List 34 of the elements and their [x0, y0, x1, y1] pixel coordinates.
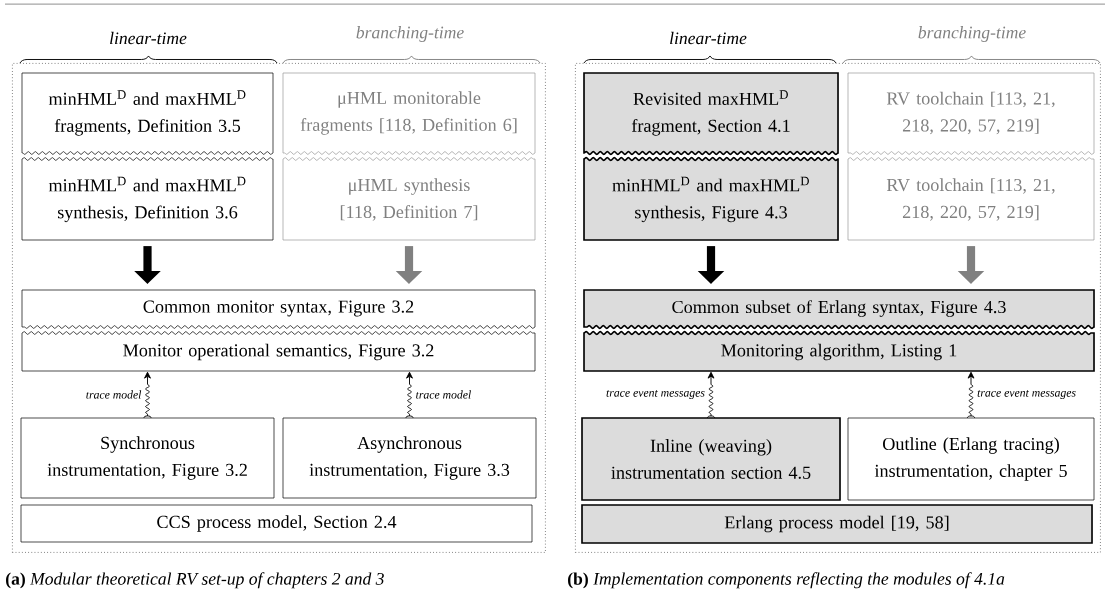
module-box: minHML$^{D}$ and maxHML$^{D}$ fragments, Definition 3.5 [21, 72, 274, 155]
wavy-arrow [706, 371, 716, 419]
edge-label: trace model [416, 390, 471, 399]
module-box: Common subset of Erlang syntax, Figure 4.3 [583, 289, 1095, 330]
module-box: Common monitor syntax, Figure 3.2 [21, 289, 536, 329]
wavy-arrow [405, 371, 414, 419]
module-box: RV toolchain [113, 21, 218, 220, 57, 219] [847, 72, 1095, 155]
module-box: Synchronous instrumentation, Figure 3.2 [20, 417, 275, 499]
panel-frame [12, 63, 546, 553]
brace-label: linear-time [110, 31, 187, 45]
brace-label: branching-time [356, 26, 464, 42]
module-box: CCS process model, Section 2.4 [20, 504, 533, 543]
wavy-arrow [143, 371, 152, 419]
module-box: Erlang process model [19, 58] [581, 504, 1093, 544]
edge-label: trace event messages [606, 389, 705, 400]
module-box: Monitoring algorithm, Listing 1 [583, 330, 1095, 372]
brace-label: linear-time [670, 31, 747, 45]
panel-frame [575, 63, 1101, 553]
module-box: Inline (weaving) instrumentation section 4.5 [581, 417, 841, 501]
module-box: Monitor operational semantics, Figure 3.2 [21, 331, 536, 372]
brace-label: branching-time [918, 26, 1026, 42]
caption: (b) Implementation components reflecting the modules of 4.1a [568, 572, 1005, 589]
module-box: μHML monitorable fragments [118, Definition 6] [282, 72, 536, 155]
caption: (a) Modular theoretical RV set-up of chapters 2 and 3 [6, 572, 384, 589]
module-box: Revisited maxHML$^{D}$ fragment, Section 4.1 [583, 72, 839, 156]
wavy-arrow [966, 371, 976, 419]
module-box: μHML synthesis [118, Definition 7] [282, 157, 536, 241]
edge-label: trace model [86, 390, 142, 399]
module-box: Asynchronous instrumentation, Figure 3.3 [282, 417, 537, 499]
module-box: Outline (Erlang tracing) instrumentation, chapter 5 [847, 417, 1095, 501]
module-box: RV toolchain [113, 21, 218, 220, 57, 219] [847, 157, 1095, 241]
edge-label: trace event messages [977, 389, 1076, 400]
module-box: minHML$^{D}$ and maxHML$^{D}$ synthesis, Figure 4.3 [583, 156, 839, 241]
module-box: minHML$^{D}$ and maxHML$^{D}$ synthesis, Definition 3.6 [21, 157, 274, 241]
